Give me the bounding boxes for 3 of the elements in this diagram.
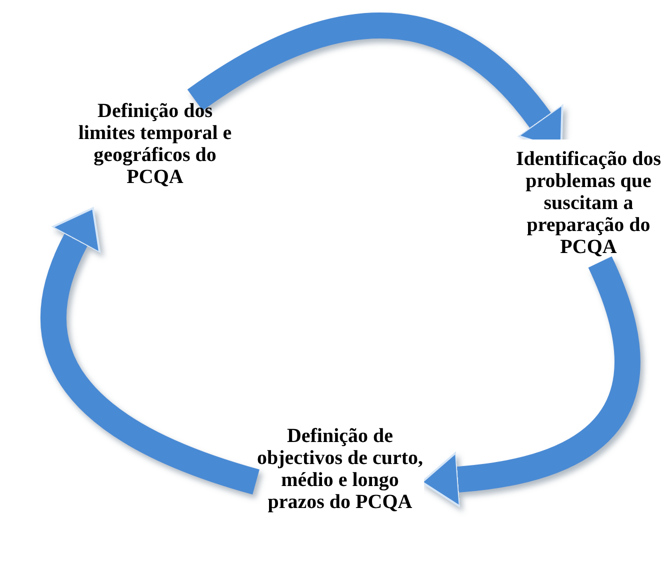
step-label: Definição de objectivos de curto, médio e longo prazos do PCQA (256, 425, 424, 513)
step-label: Identificação dos problemas que suscitam a preparação do PCQA (515, 148, 662, 258)
step-label: Definição dos limites temporal e geográficos do PCQA (77, 100, 233, 188)
